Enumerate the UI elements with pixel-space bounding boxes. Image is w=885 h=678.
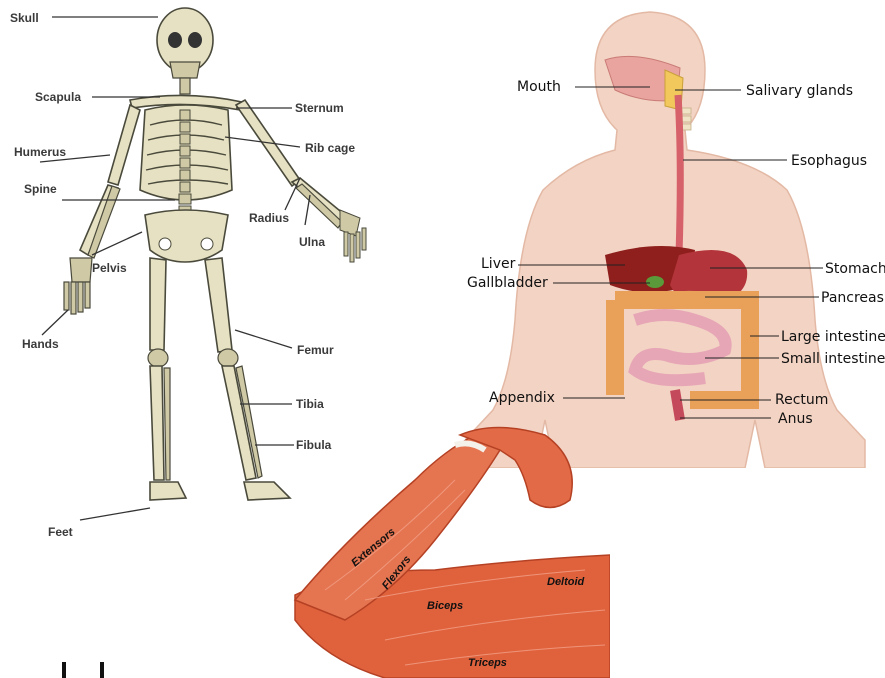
label-gallbladder: Gallbladder	[467, 275, 548, 291]
label-radius: Radius	[249, 211, 289, 225]
label-pancreas: Pancreas	[821, 290, 884, 306]
label-pelvis: Pelvis	[92, 261, 127, 275]
label-rectum: Rectum	[775, 392, 828, 408]
label-salivary-glands: Salivary glands	[746, 83, 853, 99]
digestive-system-diagram: Mouth Salivary glands Esophagus Liver St…	[465, 0, 885, 468]
label-anus: Anus	[778, 411, 813, 427]
label-triceps: Triceps	[468, 657, 507, 669]
label-biceps: Biceps	[427, 600, 463, 612]
label-femur: Femur	[297, 343, 334, 357]
label-hands: Hands	[22, 337, 59, 351]
label-sternum: Sternum	[295, 101, 344, 115]
label-stomach: Stomach	[825, 261, 885, 277]
label-mouth: Mouth	[517, 79, 561, 95]
label-liver: Liver	[481, 256, 516, 272]
label-humerus: Humerus	[14, 145, 66, 159]
arm-muscles-diagram: Extensors Flexors Deltoid Biceps Triceps	[285, 420, 610, 678]
label-large-intestine: Large intestine	[781, 329, 885, 345]
label-esophagus: Esophagus	[791, 153, 867, 169]
crop-marks	[0, 660, 130, 678]
digestive-illustration: Mouth Salivary glands Esophagus Liver St…	[465, 0, 885, 468]
label-deltoid: Deltoid	[547, 576, 585, 588]
arm-muscles-illustration: Extensors Flexors Deltoid Biceps Triceps	[285, 420, 610, 678]
label-skull: Skull	[10, 11, 39, 25]
label-feet: Feet	[48, 525, 73, 539]
label-ulna: Ulna	[299, 235, 325, 249]
label-spine: Spine	[24, 182, 57, 196]
label-appendix: Appendix	[489, 390, 555, 406]
label-small-intestine: Small intestine	[781, 351, 885, 367]
label-tibia: Tibia	[296, 397, 324, 411]
label-scapula: Scapula	[35, 90, 81, 104]
label-rib-cage: Rib cage	[305, 141, 355, 155]
